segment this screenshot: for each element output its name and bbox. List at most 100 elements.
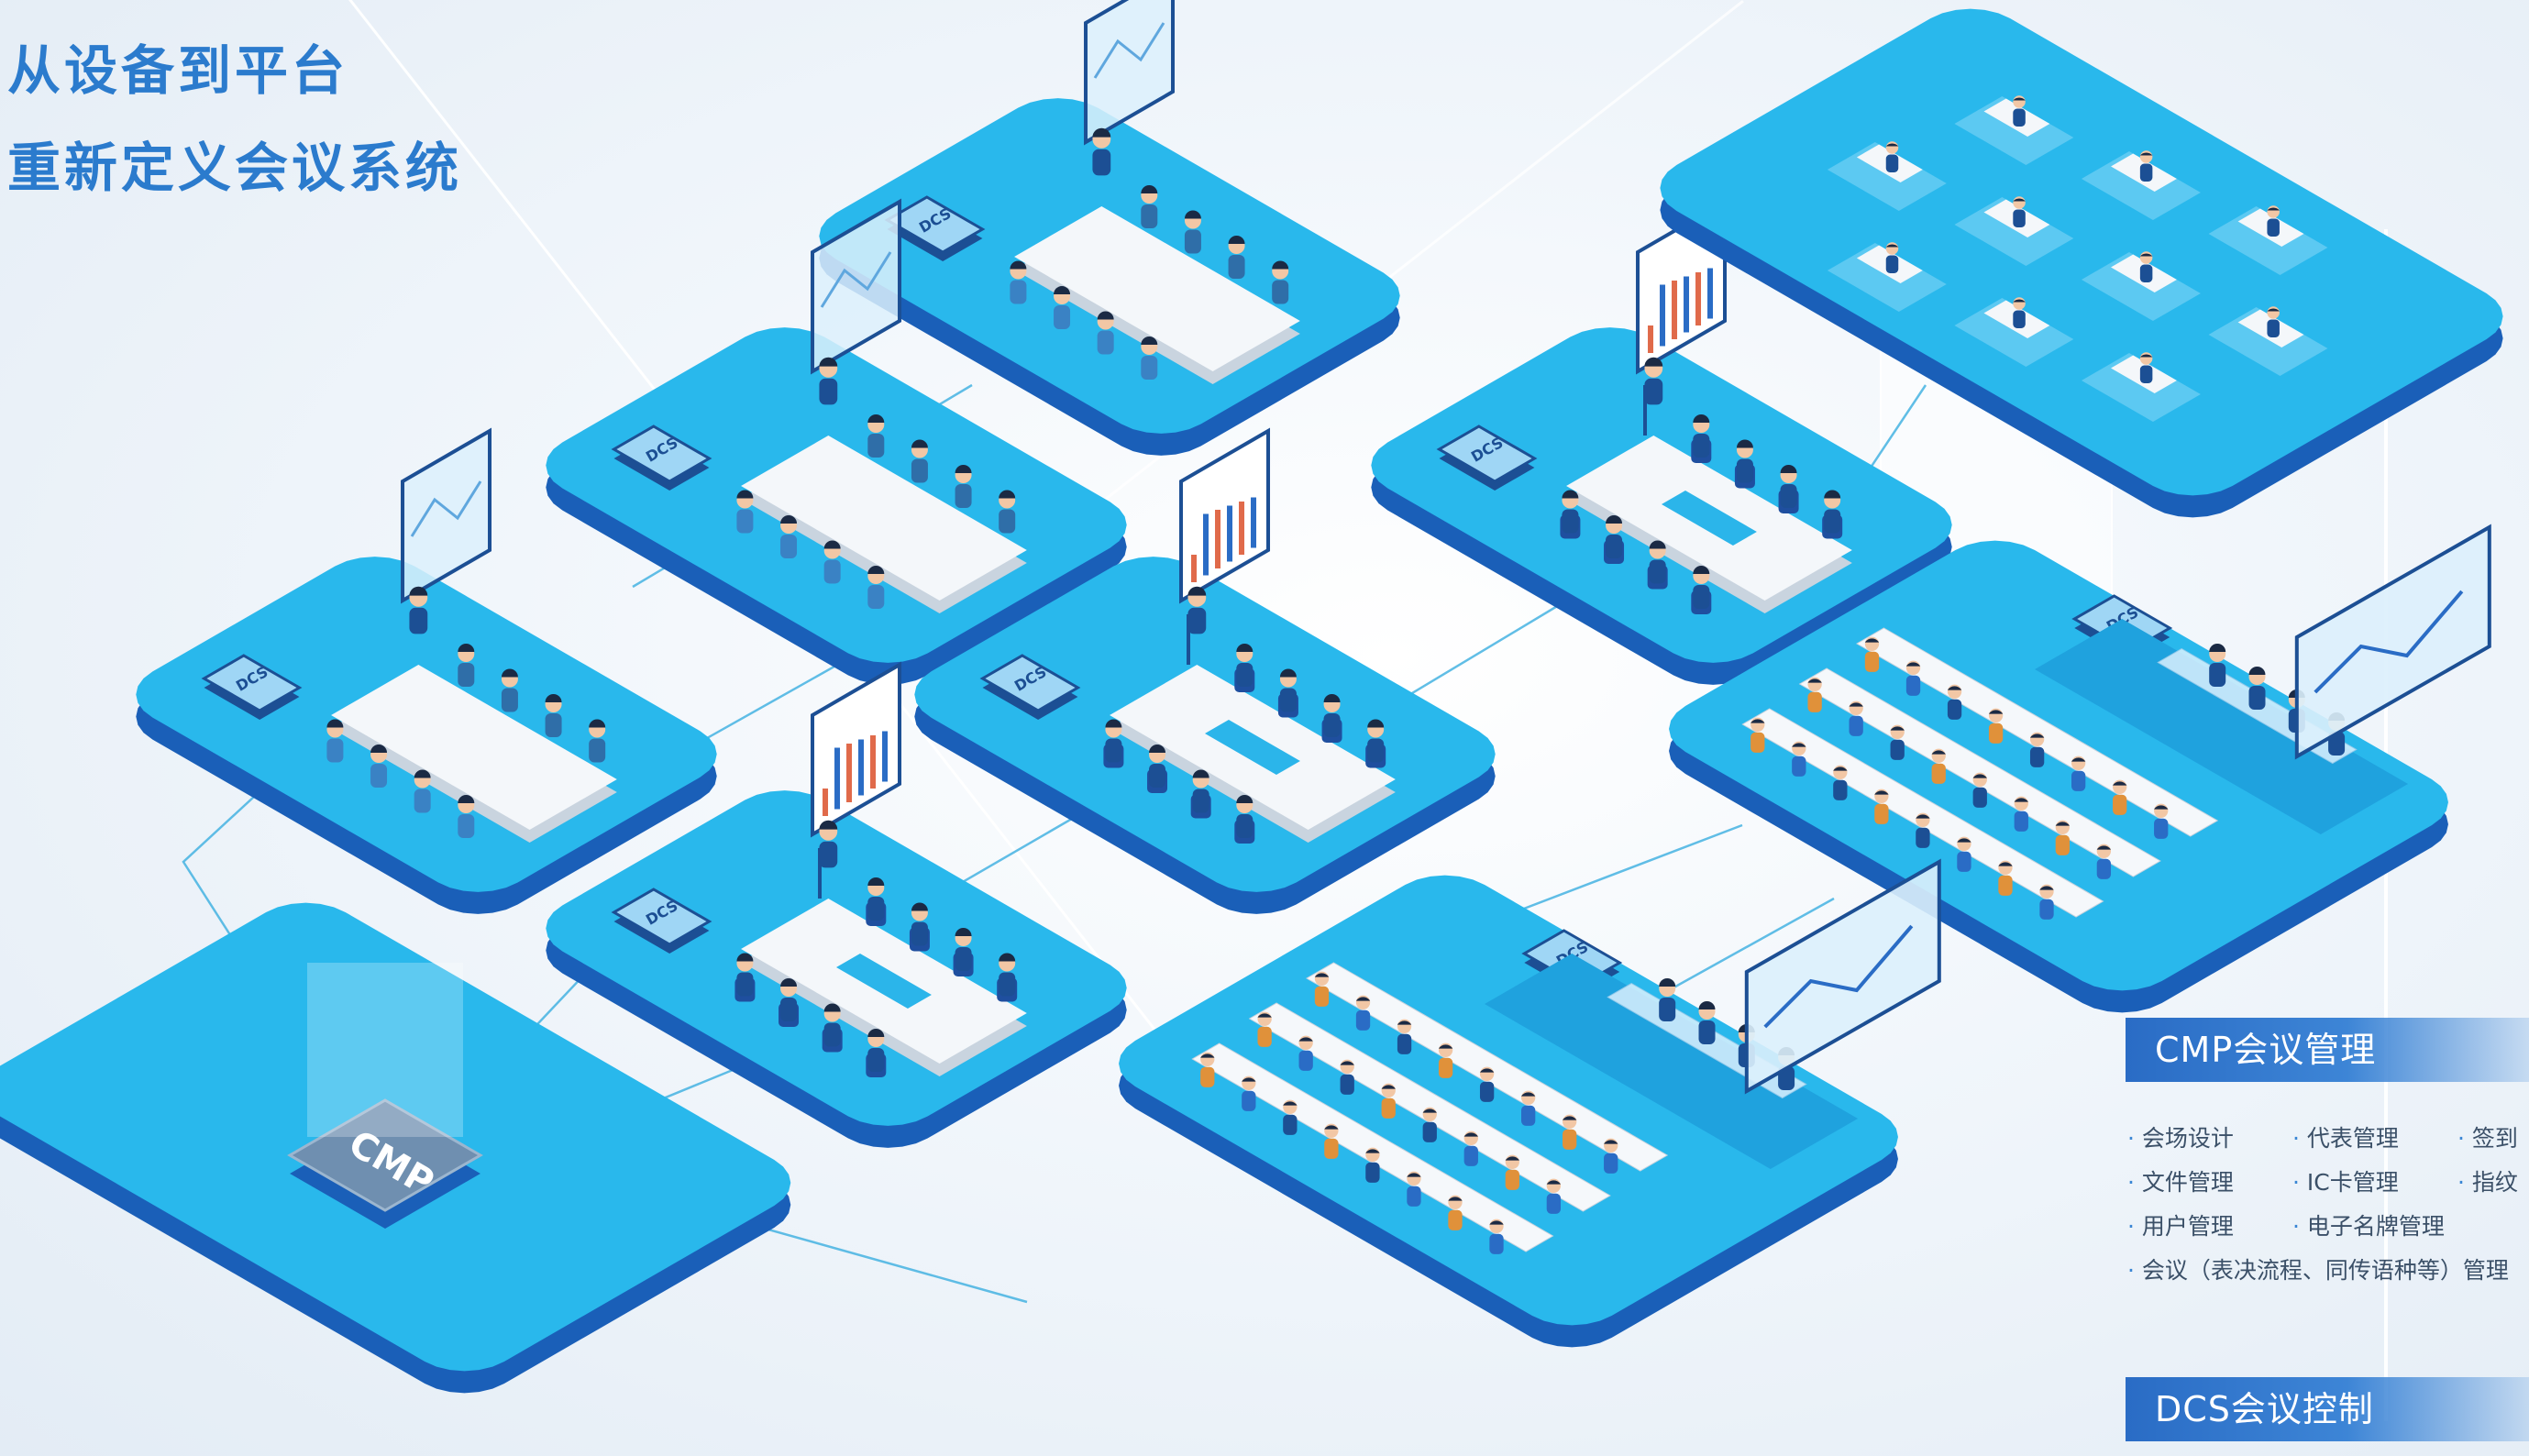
platform-top: [1669, 540, 2448, 991]
delegate-desk: [1741, 708, 2104, 918]
person-hair: [1947, 686, 1962, 690]
connector-line: [1869, 384, 1927, 469]
stage: [1485, 954, 1859, 1169]
person-body: [2055, 834, 2070, 855]
trend-line: [2314, 590, 2464, 694]
feature-item: 签到: [2457, 1120, 2518, 1153]
table-screen: [1205, 720, 1300, 775]
person-hair: [1054, 286, 1071, 294]
person-body: [1242, 1090, 1256, 1111]
person-body: [823, 559, 841, 584]
person-body: [1750, 732, 1765, 753]
conference-hall-platform: DCS: [1119, 858, 1941, 1348]
connector-line: [1668, 897, 1835, 992]
person-hair: [1489, 1220, 1504, 1225]
person-hair: [1355, 997, 1371, 1001]
person-hair: [2055, 822, 2070, 826]
person-body: [409, 607, 428, 634]
person-hair: [736, 490, 754, 499]
person-hair: [1998, 862, 2013, 866]
person-hair: [999, 490, 1016, 499]
stage: [2035, 619, 2409, 834]
person-body: [1792, 756, 1806, 777]
person-hair: [1257, 1013, 1272, 1018]
person-body: [1957, 851, 1971, 872]
person-hair: [1192, 769, 1209, 778]
person-body: [2248, 686, 2266, 710]
line-chart: [820, 251, 892, 308]
person-body: [2029, 746, 2045, 767]
delegate-desk: [1798, 667, 2161, 877]
person-body: [458, 814, 475, 838]
person-head: [2139, 150, 2153, 163]
person-head: [2267, 306, 2280, 319]
person-body: [1563, 1129, 1577, 1150]
person-body: [999, 509, 1016, 534]
person-body: [1885, 154, 1899, 172]
person-hair: [911, 902, 928, 911]
person-body: [501, 688, 518, 712]
person-body: [955, 484, 972, 508]
person-hair: [1521, 1092, 1536, 1097]
cmp-platform: CMP: [0, 902, 791, 1394]
person-body: [1736, 458, 1753, 483]
person-body: [1905, 675, 1921, 696]
person-body: [589, 738, 606, 763]
person-head: [2013, 297, 2026, 310]
person-body: [2113, 794, 2127, 815]
person-hair: [1448, 1197, 1463, 1201]
person-hair: [409, 586, 428, 596]
person-body: [1649, 559, 1666, 584]
person-hair: [1833, 767, 1848, 771]
person-hair: [1546, 1180, 1562, 1185]
person-hair: [1298, 1037, 1313, 1042]
person-body: [1947, 699, 1962, 720]
person-hair: [1367, 719, 1385, 728]
person-body: [1097, 330, 1114, 355]
person-body: [867, 434, 885, 458]
person-body: [1184, 229, 1201, 254]
person-body: [370, 764, 388, 788]
person-hair: [1397, 1020, 1412, 1025]
person-body: [1604, 1153, 1618, 1174]
person-body: [736, 509, 754, 534]
person-hair: [780, 978, 798, 987]
platform-top: [1119, 875, 1898, 1326]
person-hair: [501, 668, 518, 678]
person-body: [1479, 1081, 1495, 1102]
large-screen: [1744, 858, 1941, 1095]
person-body: [1340, 1074, 1354, 1095]
person-hair: [1563, 1116, 1577, 1120]
headline-line-2: 重新定义会议系统: [7, 137, 463, 199]
person-hair: [999, 953, 1016, 962]
person-hair: [1931, 750, 1946, 755]
person-hair: [1323, 694, 1341, 702]
person-hair: [1314, 973, 1330, 977]
feature-item: 会议（表决流程、同传语种等）管理: [2127, 1252, 2509, 1285]
person-body: [1365, 1162, 1380, 1183]
person-body: [1489, 1233, 1504, 1254]
person-hair: [1236, 795, 1253, 803]
person-body: [1885, 255, 1899, 273]
person-hair: [1324, 1125, 1339, 1130]
person-body: [2267, 218, 2280, 237]
person-body: [1972, 787, 1987, 808]
person-body: [2013, 108, 2026, 127]
person-body: [458, 663, 475, 687]
person-hair: [955, 928, 972, 936]
person-hair: [1824, 490, 1841, 499]
person-body: [1298, 1050, 1313, 1071]
person-body: [1149, 764, 1166, 788]
person-body: [736, 972, 754, 997]
table-screen: [1662, 491, 1757, 546]
dcs-device: [611, 888, 712, 946]
person-head: [2267, 205, 2280, 218]
person-hair: [1890, 726, 1905, 731]
person-body: [819, 378, 838, 405]
person-hair: [589, 719, 606, 728]
meeting-room-platform: DCS: [136, 427, 717, 914]
feature-item: 用户管理: [2127, 1208, 2234, 1241]
line-chart: [410, 480, 482, 537]
person-hair: [1184, 210, 1201, 219]
person-hair: [2113, 781, 2127, 786]
